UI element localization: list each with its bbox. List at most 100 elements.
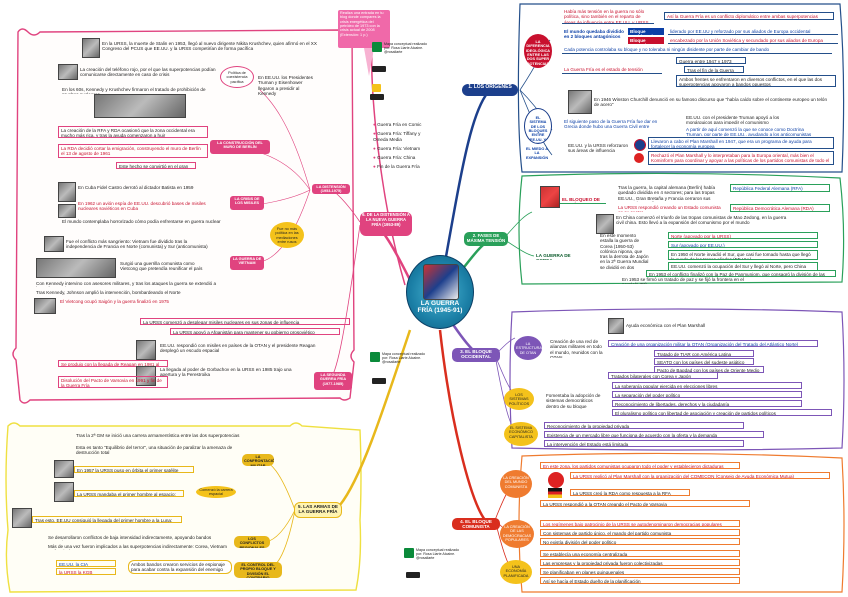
communist-c1c: La URSS creó la RDA como respuesta a la …: [570, 489, 690, 496]
tension-korea3: En 1950 el Norte invadió el Sur, que cas…: [668, 250, 818, 260]
distension-vn-text5: El Vietcong ocupó Saigón y la guerra fin…: [60, 299, 169, 304]
distension-d1-text1: En la URSS, la muerte de Stalin en 1953,…: [102, 41, 317, 52]
red-phone-photo: [58, 64, 78, 80]
distension-wall-text3: Este hecho se convirtió en el gran símbo…: [116, 162, 196, 169]
branch-western[interactable]: 3. EL BLOQUE OCCIDENTAL: [452, 348, 500, 362]
cc-logo-icon: [372, 42, 382, 52]
arms-sp2: La URSS mandaba el primer hombre al espa…: [74, 490, 184, 497]
distension-sg1: La URSS comenzó a desplegar misiles nucl…: [140, 318, 350, 325]
origins-t1: Había más tensión en la guerra no sólo p…: [562, 8, 654, 24]
link-item[interactable]: ● Guerra Fría: Vietnam: [373, 145, 421, 151]
western-otan6: Tratados bilaterales con Corea y Japón: [608, 372, 718, 379]
license-block-bottom: Mapa conceptual realizado por: Rosa Liar…: [404, 548, 464, 566]
arms-sp3: Tras esto, EE.UU consiguió la llegada de…: [32, 516, 182, 523]
western-pol2: La soberanía popular ejercida en eleccio…: [612, 382, 802, 389]
branch-tension[interactable]: 2. FASES DE MÁXIMA TENSIÓN: [464, 232, 508, 246]
origins-mid2: EE.UU. con el presidente Truman apoyó a …: [686, 115, 780, 124]
communist-c1d: La URSS respondió a la OTAN creando el P…: [540, 500, 750, 507]
tension-korea6: En 1953 el conflicto finalizó con la Paz…: [646, 270, 836, 277]
distension-wall: LA CONSTRUCCIÓN DEL MURO DE BERLÍN: [210, 140, 270, 154]
link-item[interactable]: ● Guerra Fría: Tiffany y Omeda Media: [373, 131, 421, 142]
distension-vn-text4: Tras Kennedy, Johnson amplió la interven…: [36, 290, 181, 295]
western-pol1: Fomentaba la adopción de sistemas democr…: [546, 393, 601, 409]
arms-cia: EE.UU. la CIA: [56, 560, 116, 567]
distension-sg2: La URSS apoyó a Afganistán para mantener…: [170, 328, 340, 335]
gagarin-photo: [54, 482, 74, 502]
communist-c3a: Se establecía una economía centralizada: [540, 550, 740, 557]
origins-t3: Cada potencia controlaba su bloque y no …: [562, 46, 832, 54]
origins-t2: El mundo quedaba dividido en 2 bloques a…: [564, 29, 624, 40]
arms-a2-text2: Más de una vez fueron implicados a las s…: [48, 544, 227, 550]
branch-communist[interactable]: 4. EL BLOQUE COMUNISTA: [452, 518, 500, 530]
communist-c2b: Con sistemas de partido único, el mando …: [540, 529, 740, 536]
cc-badge-left: [372, 378, 386, 384]
distension-d1-coex: Política de coexistencia pacífica: [220, 66, 254, 88]
communist-c1a: En este zona, los partidos comunistas oc…: [540, 462, 740, 469]
communist-c3d: Así se hacía el Estado dueño de la plani…: [540, 577, 740, 584]
origins-mid1: El siguiente paso de la Guerra Fría fue …: [564, 119, 658, 130]
mindmap-icon: [372, 84, 381, 92]
communist-c2c: No existía división del poder político: [540, 538, 740, 545]
origins-blocks: EL SISTEMA DE LOS BLOQUES ENTRE EE.UU. Y…: [524, 108, 552, 144]
tension-berlin: EL BLOQUEO DE BERLÍN: [560, 196, 606, 204]
armstrong-photo: [12, 508, 32, 528]
top-note: Realiza una entrada en tu blog donde com…: [338, 10, 390, 48]
western-pol5: El pluralismo político con libertad de a…: [612, 409, 832, 416]
western-otan3: Tratado de TIAR con América Latina: [654, 350, 754, 357]
cc-badge-top2: [370, 94, 384, 100]
krushchev-photo: [82, 38, 100, 58]
origins-t4b: Tras el fin de la Guerra Fría: [684, 66, 744, 73]
arms-a3-text: Ambos bandos crearon servicios de espion…: [128, 560, 232, 574]
hub-image: [423, 264, 459, 300]
western-pol3: La separación del poder político: [612, 391, 802, 398]
origins-usa2: Rechazó el Plan Marshall y lo interpreta…: [648, 151, 834, 165]
western-eco3: La intervención del Estado está limitada: [544, 440, 744, 447]
license-text: Mapa conceptual realizado por: Rosa Liar…: [384, 42, 427, 55]
origins-fear: EL MIEDO A LA EXPANSIÓN: [526, 147, 549, 160]
tension-rfa: República Federal Alemana (RFA): [730, 184, 830, 192]
distension-cuba: LA CRISIS DE LOS MISILES: [230, 196, 264, 210]
vietnam-photo2: [36, 258, 116, 278]
arms-a1: LA CONFRONTACIÓN MILITAR: [242, 454, 274, 466]
vietnam-photo3: [34, 298, 56, 314]
arms-a1-text2: Esta es tanto "Equilibrio del terror", u…: [76, 445, 233, 454]
distension-d2: LA SEGUNDA GUERRA FRÍA (1977-1985): [314, 372, 352, 390]
communist-c3: UNA ECONOMÍA PLANIFICADA: [500, 560, 532, 584]
origins-usa: EE.UU. y la URSS reforzaron sus áreas de…: [568, 143, 628, 154]
link-item[interactable]: ● Fin de la Guerra Fría: [373, 164, 420, 170]
branch-arms[interactable]: 5. LAS ARMAS DE LA GUERRA FRÍA: [294, 502, 342, 518]
origins-t2b-text: encabezado por la Unión Soviética y secu…: [668, 37, 838, 44]
frame-tension: [518, 172, 845, 285]
hub-title-line1: LA GUERRA: [420, 300, 460, 307]
tension-rda: República Democrática Alemana (RDA): [730, 204, 830, 212]
distension-vn-text1: Fue el conflicto más sangriento: Vietnam…: [66, 239, 208, 250]
link-item[interactable]: ● Guerra Fría: China: [373, 155, 416, 161]
ussr-emblem-icon: [634, 153, 644, 163]
cc-logo-icon: [370, 352, 380, 362]
distension-reagan: Se produjo con la llegada de Reagan en 1…: [58, 360, 168, 367]
origins-churchill: En 1946 Winston Churchill denunció en su…: [594, 97, 828, 106]
vietnam-photo1: [44, 236, 64, 252]
origins-t1b: Así la Guerra Fría es un conflicto diplo…: [664, 12, 834, 20]
mao-photo: [596, 214, 614, 234]
license-text: Mapa conceptual realizado por: Rosa Liar…: [416, 548, 459, 561]
hub-title-line2: FRÍA (1945-91): [417, 307, 463, 315]
communist-c1b: La URSS replicó al Plan Marshall con la …: [570, 472, 830, 479]
license-block-left: Mapa conceptual realizado por: Rosa Liar…: [370, 352, 430, 370]
western-eco1: Reconocimiento de la propiedad privada: [544, 422, 744, 429]
origins-usa1: Llevaron a cabo el Plan Marshall en 1947…: [648, 137, 834, 149]
links-list: ● Guerra Fría en Comic ● Guerra Fría: Ti…: [373, 122, 433, 170]
berlin-photo: [540, 186, 560, 208]
sputnik-photo: [54, 460, 74, 478]
tension-berlin2: La URSS respondió creando un Estado comu…: [618, 205, 721, 212]
link-item[interactable]: ● Guerra Fría en Comic: [373, 122, 422, 127]
tension-korea: LA GUERRA DE COREA: [536, 253, 571, 260]
central-hub: LA GUERRA FRÍA (1945-91): [406, 255, 474, 329]
branch-origins[interactable]: 1. LOS ORÍGENES: [462, 84, 518, 96]
origins-t4: La Guerra Fría es el estado de tensión p…: [562, 66, 662, 74]
frame-origins: [517, 3, 845, 173]
branch-distension[interactable]: 6. DE LA DISTENSIÓN A LA NUEVA GUERRA FR…: [360, 212, 412, 236]
tension-korea5: En 1953 se firmó un tratado de paz y se …: [622, 277, 744, 284]
western-s1: LA ESTRUCTURA DE OTAN: [514, 336, 542, 360]
origins-mid3: A partir de aquí comenzó la que se conoc…: [686, 127, 812, 136]
